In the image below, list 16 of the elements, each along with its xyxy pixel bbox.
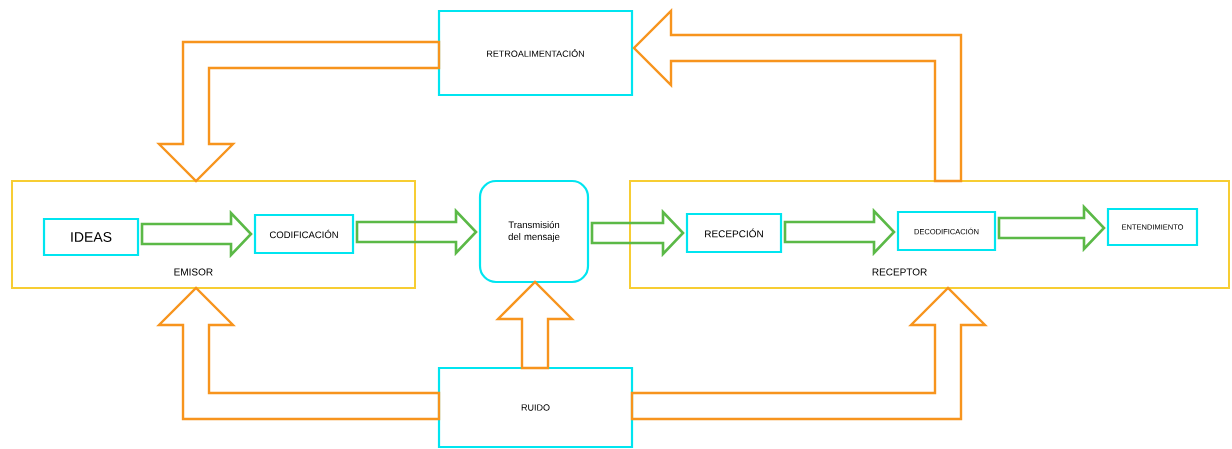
block-arrow (355, 207, 478, 257)
block-arrow (590, 208, 685, 258)
block-arrow (630, 286, 988, 421)
block-arrow (783, 207, 896, 257)
process-box: RETROALIMENTACIÓN (437, 9, 634, 97)
block-arrow (495, 280, 575, 370)
rounded-box: Transmisión del mensaje (478, 179, 590, 284)
block-arrow (156, 286, 441, 421)
process-box: RUIDO (437, 366, 634, 449)
block-arrow (140, 209, 253, 259)
block-arrow (632, 8, 963, 183)
block-arrow (997, 203, 1106, 253)
block-arrow (156, 40, 441, 183)
process-box: IDEAS (42, 217, 140, 257)
process-box: RECEPCIÓN (685, 212, 783, 254)
process-box: CODIFICACIÓN (253, 213, 355, 255)
